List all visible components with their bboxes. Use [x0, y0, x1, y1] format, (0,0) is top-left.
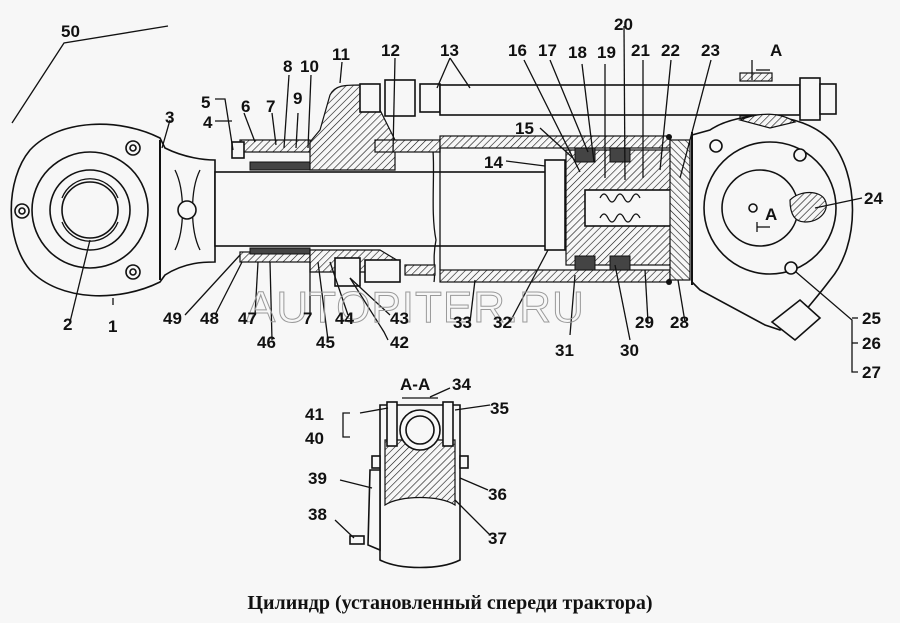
- callout-32: 32: [493, 313, 512, 332]
- callout-10: 10: [300, 57, 319, 76]
- callout-3: 3: [165, 108, 174, 127]
- watermark: AUTOPITER.RU: [246, 283, 585, 332]
- callout-9: 9: [293, 89, 302, 108]
- callout-45: 45: [316, 333, 335, 352]
- callout-36: 36: [488, 485, 507, 504]
- callout-46: 46: [257, 333, 276, 352]
- callout-42: 42: [390, 333, 409, 352]
- piston-rod: [214, 139, 576, 283]
- callout-44: 44: [335, 309, 354, 328]
- callout-29: 29: [635, 313, 654, 332]
- callout-8: 8: [283, 57, 292, 76]
- callout-26: 26: [862, 334, 881, 353]
- callout-7-bottom: 7: [303, 309, 312, 328]
- callout-41: 41: [305, 405, 324, 424]
- callout-18: 18: [568, 43, 587, 62]
- callout-21: 21: [631, 41, 650, 60]
- callout-23: 23: [701, 41, 720, 60]
- callout-12: 12: [381, 41, 400, 60]
- callout-31: 31: [555, 341, 574, 360]
- rod-end-eye: [10, 123, 216, 297]
- section-a-a: [349, 401, 469, 569]
- callout-7-top: 7: [266, 97, 275, 116]
- piston: [544, 134, 691, 285]
- callout-11: 11: [332, 45, 350, 64]
- callout-24: 24: [864, 189, 883, 208]
- base-eye: [691, 113, 854, 342]
- callout-2: 2: [63, 315, 72, 334]
- callout-20: 20: [614, 15, 633, 34]
- callout-28: 28: [670, 313, 689, 332]
- callout-43: 43: [390, 309, 409, 328]
- callout-1: 1: [108, 317, 117, 336]
- section-marker-top: A: [770, 41, 782, 60]
- leader-lines: [11, 25, 863, 539]
- section-marker-bottom: A: [765, 205, 777, 224]
- callout-35: 35: [490, 399, 509, 418]
- callout-4: 4: [203, 113, 213, 132]
- callout-30: 30: [620, 341, 639, 360]
- callout-19: 19: [597, 43, 616, 62]
- callout-25: 25: [862, 309, 881, 328]
- callout-48: 48: [200, 309, 219, 328]
- callout-6: 6: [241, 97, 250, 116]
- callout-37: 37: [488, 529, 507, 548]
- callout-27: 27: [862, 363, 881, 382]
- pipe: [359, 72, 837, 123]
- callout-14: 14: [484, 153, 503, 172]
- callout-49: 49: [163, 309, 182, 328]
- section-title: A-A: [400, 375, 430, 394]
- callout-13: 13: [440, 41, 459, 60]
- callout-38: 38: [308, 505, 327, 524]
- callout-47: 47: [238, 309, 257, 328]
- callout-15: 15: [515, 119, 534, 138]
- callout-39: 39: [308, 469, 327, 488]
- callout-40: 40: [305, 429, 324, 448]
- callout-34: 34: [452, 375, 471, 394]
- callout-17: 17: [538, 41, 557, 60]
- callout-50: 50: [61, 22, 80, 41]
- callout-16: 16: [508, 41, 527, 60]
- figure-caption: Цилиндр (установленный спереди трактора): [247, 592, 653, 614]
- callout-labels: 50 3 5 4 6 7 8 9 10 11 12 13 15 14 16 17…: [61, 15, 883, 548]
- callout-22: 22: [661, 41, 680, 60]
- callout-5: 5: [201, 93, 210, 112]
- callout-33: 33: [453, 313, 472, 332]
